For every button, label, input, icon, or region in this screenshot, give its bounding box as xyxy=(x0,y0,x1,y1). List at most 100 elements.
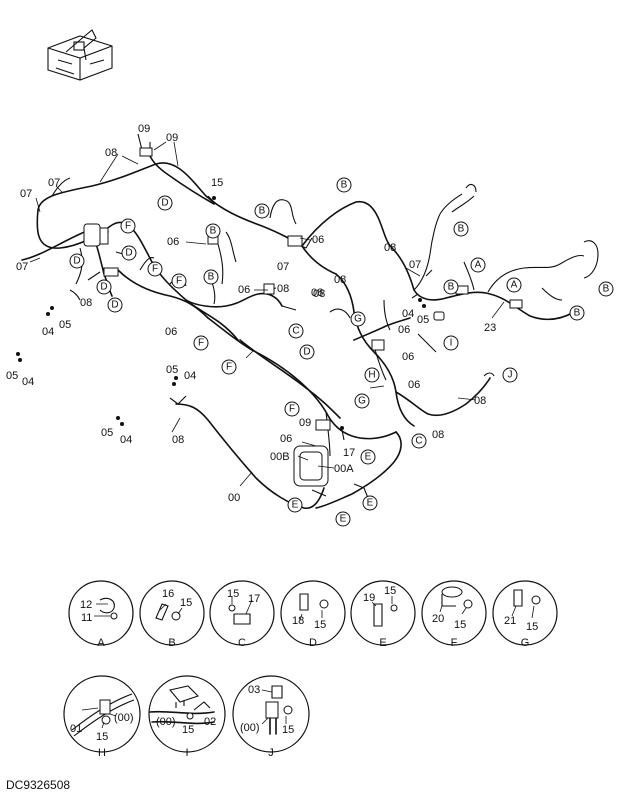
part-label: 05 xyxy=(417,314,429,326)
ref-bubble-b: B xyxy=(205,223,221,239)
detail-view-f: 20 15 F xyxy=(421,580,487,649)
ref-bubble-f: F xyxy=(221,359,237,375)
part-label: 05 xyxy=(101,427,113,439)
part-label: 15 xyxy=(314,619,326,631)
ref-bubble-b: B xyxy=(598,281,614,297)
part-label: 05 xyxy=(166,364,178,376)
detail-letter: J xyxy=(268,747,274,759)
part-label: 15 xyxy=(182,724,194,736)
part-label: 08 xyxy=(277,283,289,295)
ref-bubble-j: J xyxy=(502,367,518,383)
svg-text:E: E xyxy=(292,500,299,511)
part-label: 16 xyxy=(162,588,174,600)
part-label: (00) xyxy=(156,716,176,728)
svg-text:D: D xyxy=(303,347,310,358)
detail-view-i: (00) 15 02 I xyxy=(148,675,226,759)
svg-text:I: I xyxy=(450,338,453,349)
svg-text:B: B xyxy=(259,206,266,217)
svg-text:F: F xyxy=(226,362,232,373)
detail-letter: I xyxy=(185,747,188,759)
svg-text:F: F xyxy=(152,264,158,275)
reference-bubbles: D B B B B B B B B F F F F F F D D D D D … xyxy=(69,177,614,527)
svg-text:D: D xyxy=(111,300,118,311)
connectors xyxy=(16,147,523,487)
ref-bubble-b: B xyxy=(569,305,585,321)
svg-text:B: B xyxy=(574,308,581,319)
ref-bubble-b: B xyxy=(453,221,469,237)
part-label: 06 xyxy=(408,379,420,391)
detail-letter: E xyxy=(379,637,386,649)
part-label: 06 xyxy=(402,351,414,363)
part-label: 08 xyxy=(384,242,396,254)
ref-bubble-c: C xyxy=(411,433,427,449)
svg-text:F: F xyxy=(198,338,204,349)
detail-view-d: 18 15 D xyxy=(280,580,346,649)
ref-bubble-c: C xyxy=(288,323,304,339)
svg-text:B: B xyxy=(210,226,217,237)
part-label: 08 xyxy=(313,288,325,300)
ref-bubble-f: F xyxy=(120,218,136,234)
ref-bubble-f: F xyxy=(171,273,187,289)
ref-bubble-e: E xyxy=(360,449,376,465)
part-label: 04 xyxy=(42,326,54,338)
part-label: 00B xyxy=(270,451,290,463)
detail-letter: H xyxy=(98,747,106,759)
svg-text:F: F xyxy=(176,276,182,287)
part-label: 00A xyxy=(334,463,354,475)
part-label: 17 xyxy=(248,593,260,605)
part-label: 20 xyxy=(432,613,444,625)
ref-bubble-a: A xyxy=(470,257,486,273)
ref-bubble-d: D xyxy=(69,253,85,269)
part-label: 15 xyxy=(180,597,192,609)
part-label: 04 xyxy=(184,370,196,382)
svg-text:C: C xyxy=(415,436,422,447)
part-label: 15 xyxy=(211,177,223,189)
ref-bubble-a: A xyxy=(506,277,522,293)
detail-view-b: 16 15 B xyxy=(139,580,205,649)
part-label: 06 xyxy=(167,236,179,248)
ref-bubble-d: D xyxy=(121,245,137,261)
detail-view-h: 01 15 (00) H xyxy=(63,675,141,759)
detail-view-a: 12 11 A xyxy=(68,580,134,649)
part-label: 07 xyxy=(48,177,60,189)
svg-text:A: A xyxy=(475,260,482,271)
part-label: 09 xyxy=(299,417,311,429)
part-label: 15 xyxy=(454,619,466,631)
part-label: 04 xyxy=(22,376,34,388)
part-label: 23 xyxy=(484,322,496,334)
part-label: 08 xyxy=(474,395,486,407)
part-label: 06 xyxy=(312,234,324,246)
ref-bubble-i: I xyxy=(443,335,459,351)
ref-bubble-g: G xyxy=(350,311,366,327)
leader-lines xyxy=(29,141,505,487)
part-label: 05 xyxy=(6,370,18,382)
ref-bubble-b: B xyxy=(443,279,459,295)
part-label: 00 xyxy=(228,492,240,504)
detail-view-g: 21 15 G xyxy=(492,580,558,649)
detail-letter: A xyxy=(97,637,105,649)
part-label: 01 xyxy=(70,723,82,735)
svg-text:C: C xyxy=(292,326,299,337)
ref-bubble-e: E xyxy=(287,497,303,513)
part-label: 19 xyxy=(363,592,375,604)
svg-text:G: G xyxy=(354,314,362,325)
part-label: 08 xyxy=(80,297,92,309)
ref-bubble-d: D xyxy=(299,344,315,360)
part-label: 02 xyxy=(204,716,216,728)
part-label: 06 xyxy=(398,324,410,336)
part-label: 12 xyxy=(80,599,92,611)
svg-text:B: B xyxy=(603,284,610,295)
part-label: 05 xyxy=(59,319,71,331)
part-label: 11 xyxy=(81,612,92,624)
svg-text:J: J xyxy=(508,370,513,381)
part-label: 07 xyxy=(20,188,32,200)
svg-text:D: D xyxy=(73,256,80,267)
part-label: 15 xyxy=(526,621,538,633)
part-label: 15 xyxy=(227,588,239,600)
detail-letter: C xyxy=(238,637,246,649)
part-label: 08 xyxy=(334,274,346,286)
part-label: 21 xyxy=(504,615,516,627)
detail-letter: B xyxy=(168,637,175,649)
part-labels: 09 09 08 07 07 15 07 08 04 05 05 04 06 0… xyxy=(6,123,496,504)
